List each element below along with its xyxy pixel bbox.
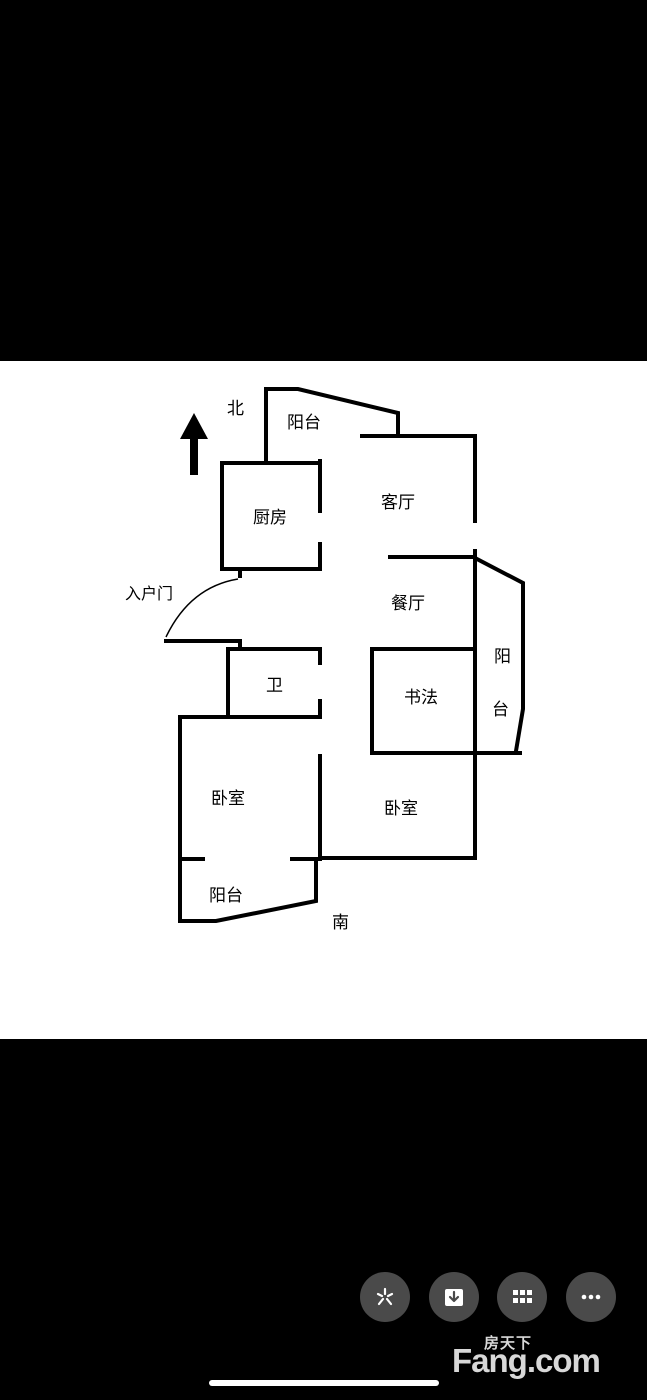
north-label: 北 [227, 399, 244, 419]
kitchen-wall [220, 461, 322, 571]
pinwheel-button[interactable] [360, 1272, 410, 1322]
bedroom-west-label: 卧室 [211, 789, 245, 809]
study-wall [370, 647, 522, 755]
east-balcony-wall [474, 556, 525, 754]
east-bedroom-wall [318, 754, 477, 860]
entrance-door-arc [165, 578, 239, 638]
south-label: 南 [332, 913, 349, 933]
north-arrow-icon [180, 413, 208, 475]
more-button[interactable] [566, 1272, 616, 1322]
balcony-south-label: 阳台 [209, 886, 243, 906]
balcony-east-label-bottom: 台 [492, 700, 509, 720]
study-label: 书法 [404, 688, 438, 708]
west-bedroom-wall [178, 715, 322, 923]
watermark-english: Fang.com [452, 1342, 601, 1379]
more-icon [581, 1294, 601, 1300]
pinwheel-icon [376, 1287, 394, 1306]
living-room-wall [360, 434, 477, 523]
bedroom-east-label: 卧室 [384, 799, 418, 819]
balcony-east-label-top: 阳 [494, 647, 511, 667]
balcony-north-label: 阳台 [287, 413, 321, 433]
floorplan-image[interactable]: 北 阳台 厨房 客厅 入户门 餐厅 卫 书法 阳 台 卧室 卧室 阳台 南 [0, 361, 647, 1039]
dining-room-label: 餐厅 [391, 594, 425, 614]
entrance-bottom-wall [164, 639, 242, 651]
home-indicator[interactable] [209, 1380, 439, 1386]
bathroom-label: 卫 [266, 676, 283, 696]
floorplan-drawing [164, 387, 525, 923]
download-icon [445, 1289, 463, 1306]
watermark-logo: 房天下 Fang.com [452, 1332, 637, 1379]
grid-icon [513, 1290, 532, 1303]
kitchen-label: 厨房 [253, 508, 287, 528]
entrance-door-label: 入户门 [125, 584, 174, 603]
download-button[interactable] [429, 1272, 479, 1322]
living-room-label: 客厅 [381, 493, 415, 513]
north-balcony-wall [264, 387, 400, 438]
watermark-chinese: 房天下 [484, 1334, 533, 1352]
grid-button[interactable] [497, 1272, 547, 1322]
